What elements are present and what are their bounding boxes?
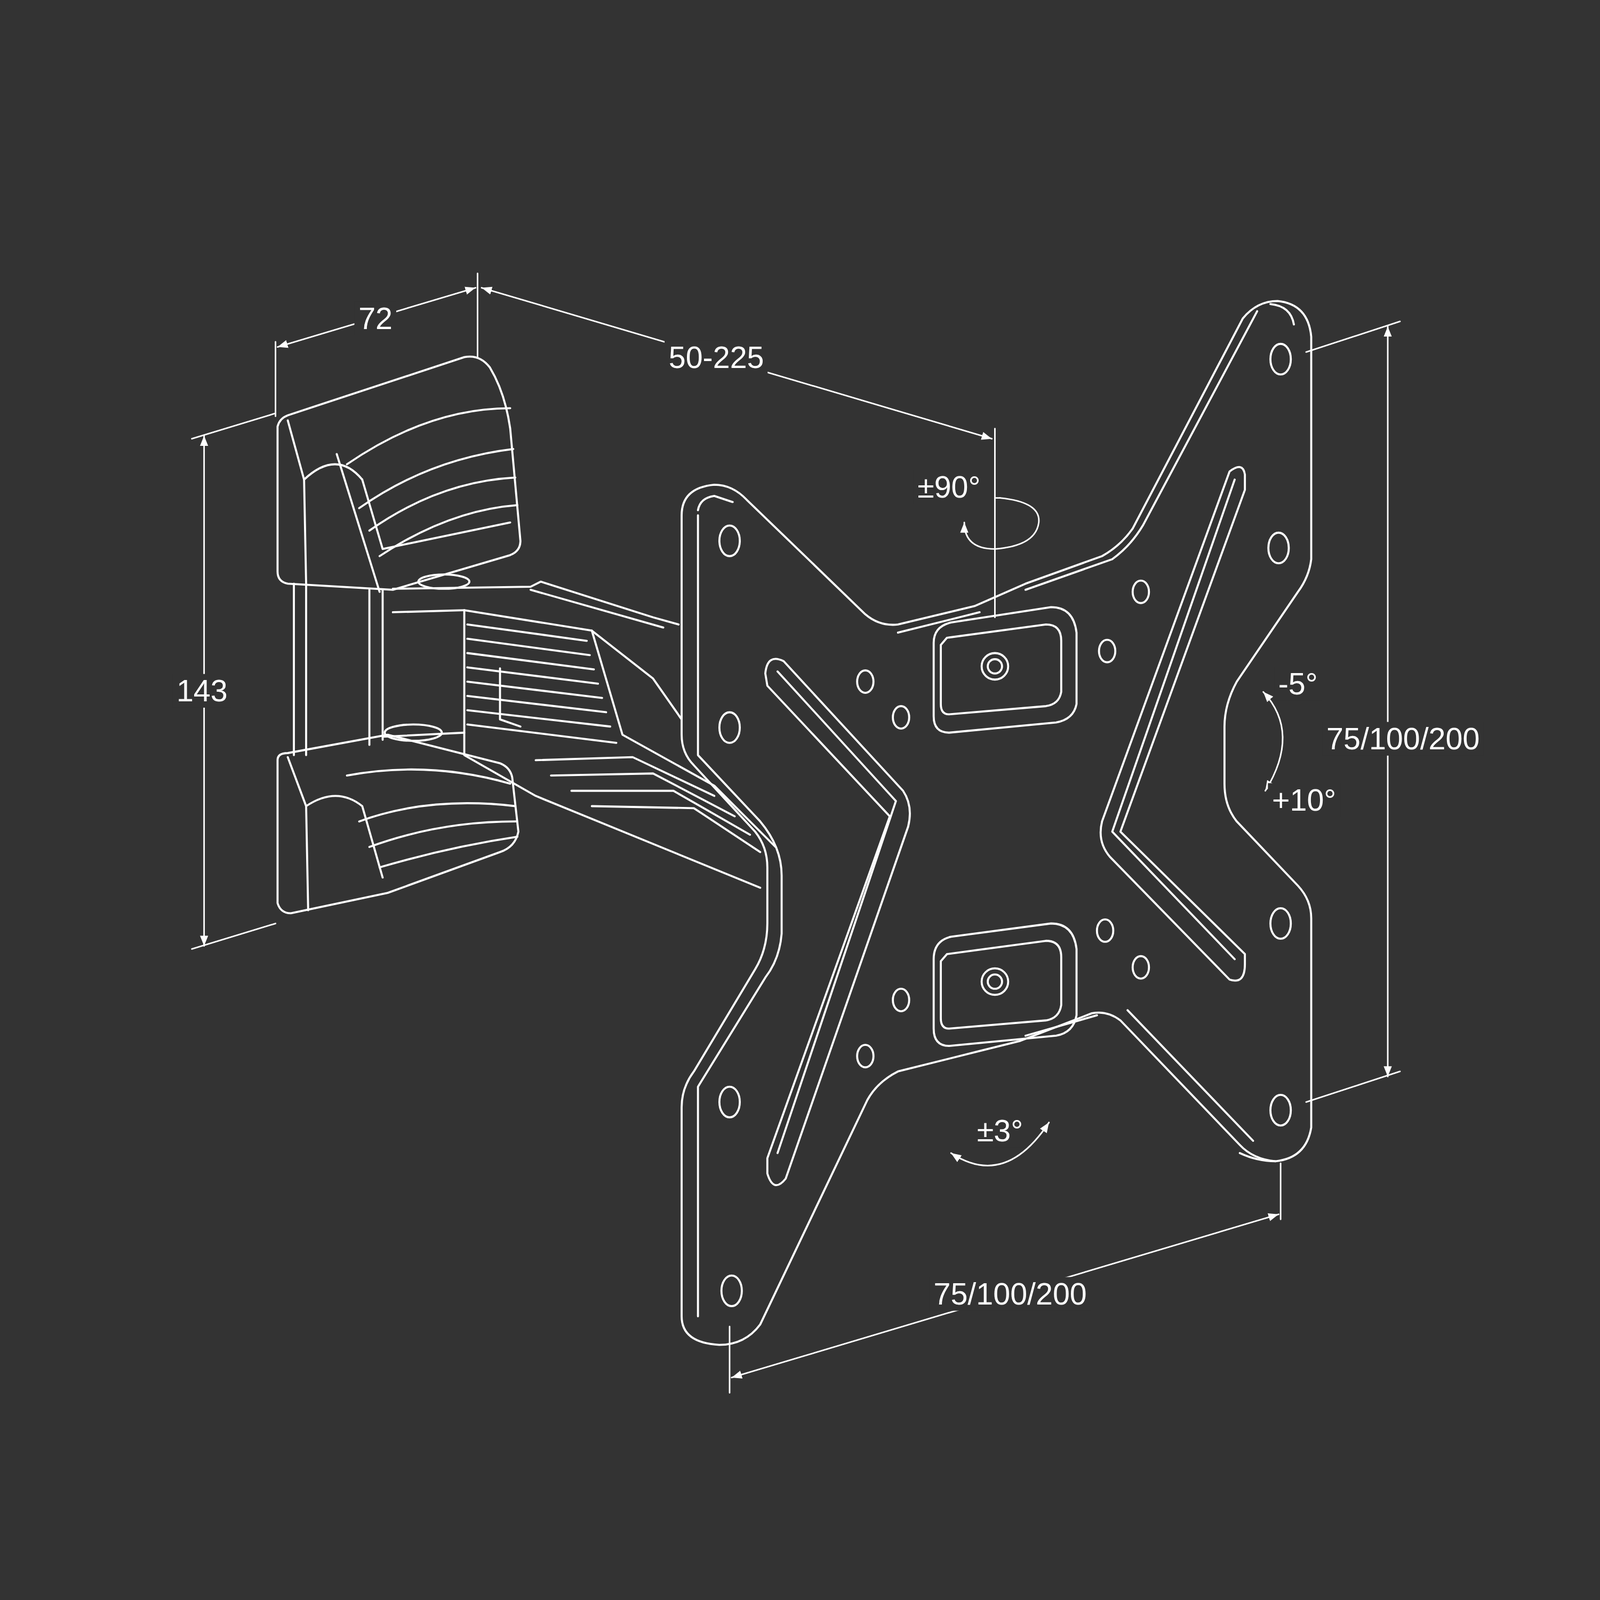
swing-arm (382, 581, 776, 888)
dimension-label: 72 (354, 301, 397, 335)
dimension-lines (192, 273, 1400, 1394)
dimension-label: ±90° (913, 469, 986, 504)
dimension-label: -5° (1274, 666, 1322, 701)
dimension-label: 50-225 (664, 340, 768, 374)
dimension-label: 75/100/200 (1322, 722, 1484, 756)
dimension-label: 75/100/200 (929, 1276, 1092, 1311)
wall-bracket (277, 356, 520, 914)
dimension-label: +10° (1267, 782, 1341, 817)
dimension-label: ±3° (972, 1113, 1028, 1148)
dimension-label: 143 (172, 674, 232, 708)
vesa-plate (681, 300, 1311, 1345)
